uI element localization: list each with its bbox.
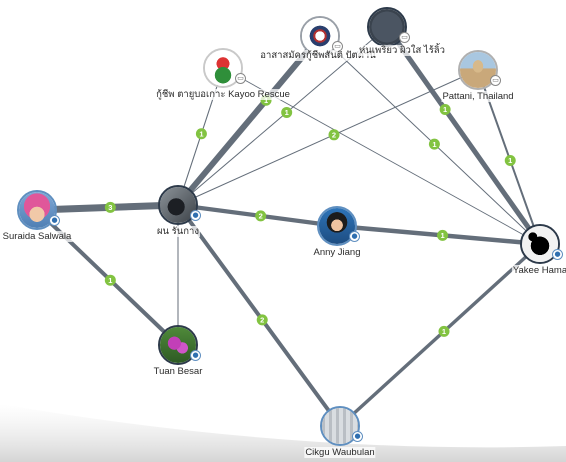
edge-weight-badge: 1: [438, 325, 450, 337]
node-label-volunteer: อาสาสมัครกู้ชีพสันติ ปัตตานี: [259, 50, 377, 61]
node-cikgu-waubulan[interactable]: [320, 406, 360, 446]
node-label-tuan: Tuan Besar: [152, 366, 204, 377]
edge-weight-dot: [104, 274, 116, 286]
edge-weight-badge: 2: [255, 210, 267, 222]
edge-weight-text: 2: [332, 130, 336, 139]
node-phon-runkang[interactable]: [158, 185, 198, 225]
edge-weight-dot: [438, 325, 450, 337]
profile-photo: [322, 408, 358, 444]
edge-weight-dot: [255, 210, 267, 222]
person-icon: ●: [352, 431, 363, 442]
edge-weight-text: 3: [108, 203, 112, 212]
edge-weight-badge: 2: [256, 314, 268, 326]
edge-weight-text: 1: [443, 105, 447, 114]
person-icon: ●: [190, 210, 201, 221]
edge-weight-badge: 1: [195, 128, 207, 140]
weight-label-layer: 3 1 2 2 1 1 1 2 1 1 1 1 1: [104, 94, 516, 337]
node-label-cikgu: Cikgu Waubulan: [304, 447, 376, 458]
page-icon: ▭: [399, 32, 410, 43]
edge-weight-text: 2: [259, 212, 263, 221]
node-label-pattani: Pattani, Thailand: [441, 91, 515, 102]
person-icon: ●: [349, 231, 360, 242]
person-icon: ●: [190, 350, 201, 361]
edge-weight-text: 1: [440, 231, 444, 240]
edge-weight-dot: [104, 201, 116, 213]
edge-weight-text: 2: [260, 316, 264, 325]
edge-weight-dot: [437, 229, 449, 241]
edge-weight-badge: 3: [104, 201, 116, 213]
person-icon: ●: [49, 215, 60, 226]
node-label-phon: ผน รันกาง: [155, 226, 201, 237]
edge-weight-text: 1: [199, 129, 203, 138]
edge-hunprae-yakee: [384, 24, 543, 247]
node-label-anny: Anny Jiang: [312, 247, 362, 258]
page-icon: ▭: [235, 73, 246, 84]
edge-weight-dot: [281, 106, 293, 118]
edge-weight-dot: [256, 314, 268, 326]
edge-weight-text: 1: [264, 96, 268, 105]
edge-phon-volunteer: [175, 33, 323, 208]
edge-weight-badge: 1: [504, 154, 516, 166]
edge-weight-text: 1: [432, 140, 436, 149]
edge-weight-dot: [439, 103, 451, 115]
edge-weight-text: 1: [508, 156, 512, 165]
node-label-hunprae: ห่นเพริยว ผิวใส ไร้ลิ้ว: [358, 45, 446, 56]
node-label-yakee: Yakee Hama: [511, 265, 566, 276]
node-label-kayoo: กู้ชีพ ตายูบอเกาะ Kayoo Rescue: [155, 89, 291, 100]
edge-phon-pattani: [177, 69, 479, 206]
edge-weight-badge: 1: [281, 106, 293, 118]
edge-weight-text: 1: [442, 327, 446, 336]
edge-weight-badge: 2: [328, 129, 340, 141]
edge-weight-text: 1: [108, 276, 112, 285]
edge-weight-dot: [328, 129, 340, 141]
edge-weight-badge: 1: [439, 103, 451, 115]
person-icon: ●: [552, 249, 563, 260]
page-icon: ▭: [490, 75, 501, 86]
edge-weight-badge: 1: [104, 274, 116, 286]
edge-weight-dot: [428, 138, 440, 150]
node-label-suraida: Suraida Salwala: [1, 231, 73, 242]
edge-volunteer-yakee: [319, 35, 541, 245]
edge-weight-text: 1: [285, 108, 289, 117]
edge-weight-dot: [195, 128, 207, 140]
edge-weight-badge: 1: [437, 229, 449, 241]
edge-weight-badge: 1: [428, 138, 440, 150]
edge-weight-dot: [504, 154, 516, 166]
node-pattani-thailand[interactable]: [458, 50, 498, 90]
